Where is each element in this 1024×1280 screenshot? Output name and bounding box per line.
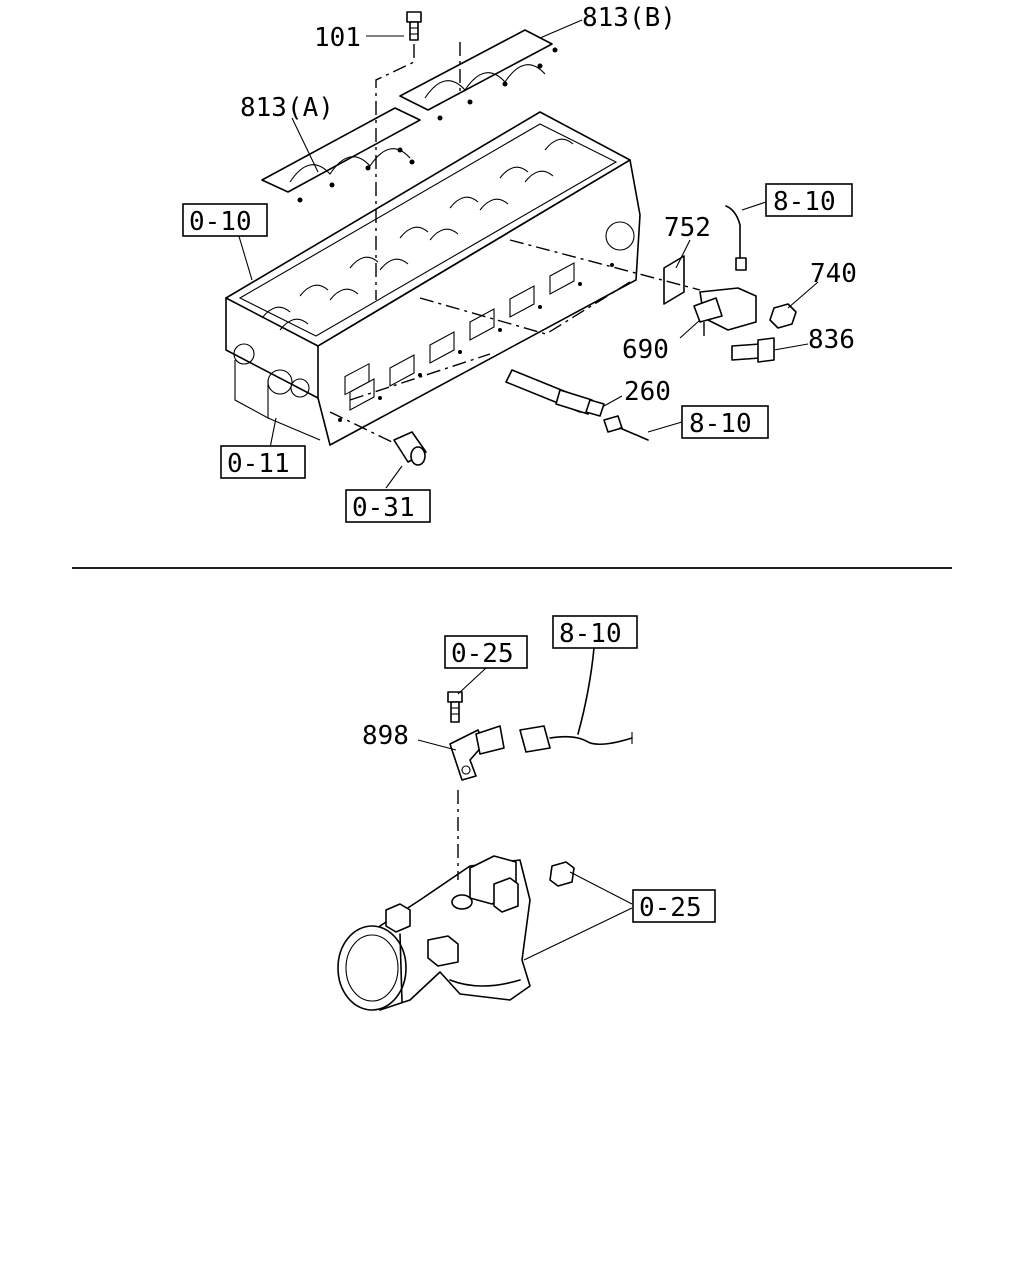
ref-box-8-10-bottom [552, 615, 638, 649]
label-0-10: 0-10 [189, 207, 252, 237]
ref-box-0-25-bottom [632, 889, 716, 923]
bottom-leader-lines [417, 667, 633, 961]
label-8-10-bottom: 8-10 [559, 619, 622, 649]
label-0-25-top: 0-25 [451, 639, 514, 669]
gasket-813a [261, 107, 421, 203]
plug-0-31 [393, 431, 427, 466]
label-0-31: 0-31 [352, 493, 415, 523]
ref-box-0-11 [220, 445, 306, 479]
gasket-813b [399, 29, 558, 121]
label-8-10-top: 8-10 [773, 187, 836, 217]
ref-box-0-10 [182, 203, 268, 237]
label-101: 101 [314, 23, 361, 53]
ref-box-0-31 [345, 489, 431, 523]
ref-box-8-10-mid [681, 405, 769, 439]
label-0-11: 0-11 [227, 449, 290, 479]
label-813b: 813(B) [582, 3, 676, 33]
label-740: 740 [810, 259, 857, 289]
top-leader-lines [237, 19, 819, 489]
cylinder-head-assembly [225, 111, 641, 446]
label-0-25-bottom: 0-25 [639, 893, 702, 923]
sensor-260 [505, 369, 649, 441]
label-813a: 813(A) [240, 93, 334, 123]
bolt-101 [406, 11, 422, 41]
label-752: 752 [664, 213, 711, 243]
label-8-10-mid: 8-10 [689, 409, 752, 439]
label-690: 690 [622, 335, 669, 365]
sensor-assembly-690 [663, 205, 797, 363]
throttle-body-housing [337, 855, 575, 1011]
harness-connector [519, 647, 633, 753]
sensor-898 [449, 725, 505, 781]
label-898: 898 [362, 721, 409, 751]
ref-box-0-25-top [444, 635, 528, 669]
bolt-0-25 [447, 691, 463, 723]
ref-box-8-10-top [765, 183, 853, 217]
label-836: 836 [808, 325, 855, 355]
label-260: 260 [624, 377, 671, 407]
